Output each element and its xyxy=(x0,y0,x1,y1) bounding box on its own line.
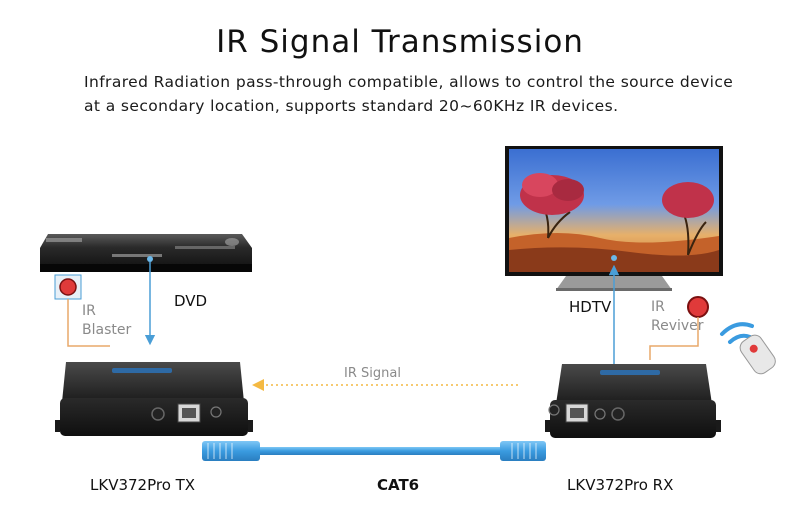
ir-blaster-label: IR Blaster xyxy=(82,302,131,340)
ir-receiver-label: IR Reviver xyxy=(651,298,704,336)
ir-blaster-sensor xyxy=(55,275,81,299)
remote-control-icon xyxy=(722,324,778,377)
tx-label: LKV372Pro TX xyxy=(90,476,195,494)
cat6-label: CAT6 xyxy=(377,476,419,494)
ir-receiver-label-line-1: IR xyxy=(651,298,704,317)
cat6-cable xyxy=(202,441,546,461)
dvd-player xyxy=(40,234,252,272)
rx-extender-box xyxy=(545,364,721,438)
dvd-label: DVD xyxy=(174,292,207,310)
ir-blaster-label-line-2: Blaster xyxy=(82,321,131,340)
hdtv-label: HDTV xyxy=(569,298,611,316)
ir-receiver-label-line-2: Reviver xyxy=(651,317,704,336)
hdtv xyxy=(505,146,723,291)
ir-blaster-label-line-1: IR xyxy=(82,302,131,321)
tx-extender-box xyxy=(55,362,253,436)
ir-signal-label: IR Signal xyxy=(344,366,401,381)
rx-label: LKV372Pro RX xyxy=(567,476,673,494)
